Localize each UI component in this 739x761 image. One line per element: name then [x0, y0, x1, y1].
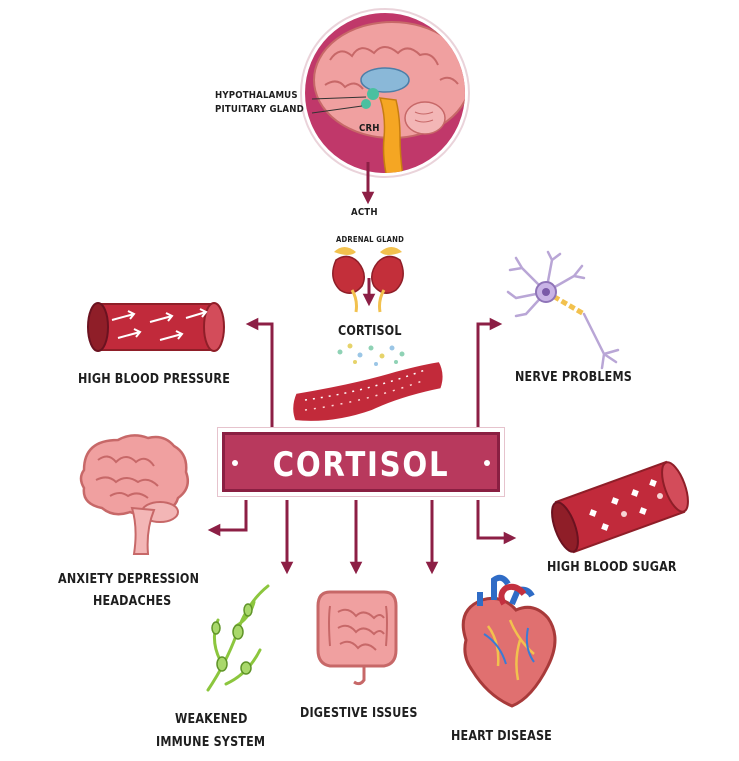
high-blood-pressure-label: HIGH BLOOD PRESSURE: [78, 372, 231, 387]
hormone-particles-icon: [337, 343, 405, 366]
heart-disease-label: HEART DISEASE: [451, 729, 552, 744]
immune-system-icon: [204, 582, 272, 694]
blood-vessel-center-icon: [289, 357, 447, 425]
brain-anxiety-icon: [79, 434, 189, 555]
digestive-system-icon: [316, 590, 398, 686]
cortisol-banner: CORTISOL: [222, 432, 500, 492]
banner-dot-right: [484, 460, 490, 466]
nerve-cell-icon: [506, 250, 626, 372]
high-blood-sugar-icon: [551, 460, 689, 554]
banner-dot-left: [232, 460, 238, 466]
weakened-label: WEAKENED: [175, 712, 248, 727]
brain-section-icon: [300, 8, 470, 178]
adrenal-kidney-icon: [332, 247, 404, 313]
high-blood-pressure-icon: [86, 302, 226, 352]
anxiety-depression-label: ANXIETY DEPRESSION: [58, 572, 200, 587]
digestive-issues-label: DIGESTIVE ISSUES: [300, 706, 418, 721]
acth-label: ACTH: [351, 207, 378, 218]
immune-system-label: IMMUNE SYSTEM: [156, 735, 266, 750]
cortisol-title: CORTISOL: [272, 445, 450, 485]
high-blood-sugar-label: HIGH BLOOD SUGAR: [547, 560, 677, 575]
nerve-problems-label: NERVE PROBLEMS: [515, 370, 632, 385]
pituitary-gland-label: PITUITARY GLAND: [215, 104, 304, 115]
effect-arrows: [207, 317, 517, 575]
crh-label: CRH: [359, 123, 380, 134]
adrenal-gland-label: ADRENAL GLAND: [336, 235, 404, 244]
adrenal-cortisol-label: CORTISOL: [338, 324, 402, 339]
heart-icon: [461, 574, 557, 708]
hypothalamus-label: HYPOTHALAMUS: [215, 90, 298, 101]
headaches-label: HEADACHES: [93, 594, 172, 609]
